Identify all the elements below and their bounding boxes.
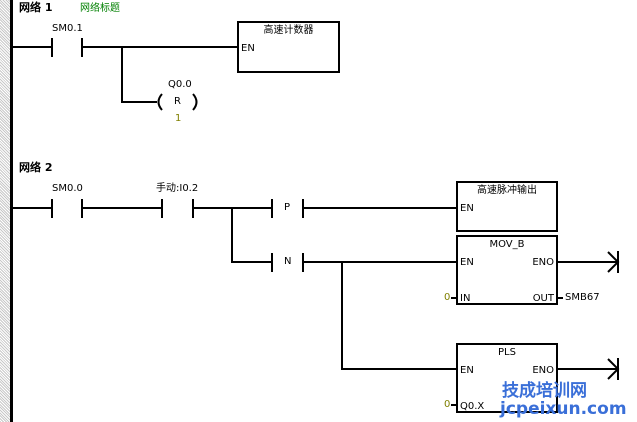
hsc-en-pin: EN [241,43,255,54]
network-1-title[interactable]: 网络标题 [80,3,120,14]
contact-sm00-label[interactable]: SM0.0 [52,183,83,194]
hsc-box-title: 高速计数器 [263,25,314,36]
pls-q0x-pin: Q0.X [460,401,485,412]
coil-type: R [174,96,181,107]
watermark-url: jcpeixun.com [500,399,627,419]
pto-box[interactable]: 高速脉冲输出 EN [456,181,558,232]
reset-coil [157,93,198,111]
contact-manual-label[interactable]: 手动:I0.2 [156,183,199,194]
mov-b-in-pin: IN [460,293,471,304]
pls-title: PLS [498,347,516,358]
pls-eno-pin: ENO [532,365,554,376]
coil-count[interactable]: 1 [175,113,182,124]
coil-address[interactable]: Q0.0 [168,79,192,90]
edge-p-label[interactable]: P [284,202,291,213]
pls-en-pin: EN [460,365,474,376]
mov-b-out-pin: OUT [532,293,554,304]
editor-margin [0,0,10,422]
power-rail [10,0,13,422]
network-1-label: 网络 1 [19,1,53,14]
mov-b-box[interactable]: MOV_B EN ENO IN OUT [456,235,558,305]
network-2-label: 网络 2 [19,161,53,174]
mov-b-in-value[interactable]: 0 [444,292,451,303]
mov-b-en-pin: EN [460,257,474,268]
pls-box[interactable]: PLS EN ENO Q0.X [456,343,558,413]
hsc-box[interactable]: 高速计数器 EN [237,21,340,73]
watermark-cn: 技成培训网 [502,381,587,401]
mov-b-title: MOV_B [489,239,525,250]
edge-n-label[interactable]: N [284,256,292,267]
wire [121,47,157,103]
contact-sm01-label[interactable]: SM0.1 [52,23,83,34]
pto-en-pin: EN [460,203,474,214]
mov-b-eno-pin: ENO [532,257,554,268]
pto-box-title: 高速脉冲输出 [477,185,537,196]
mov-b-out-value[interactable]: SMB67 [565,292,600,303]
pls-in-value[interactable]: 0 [444,399,451,410]
